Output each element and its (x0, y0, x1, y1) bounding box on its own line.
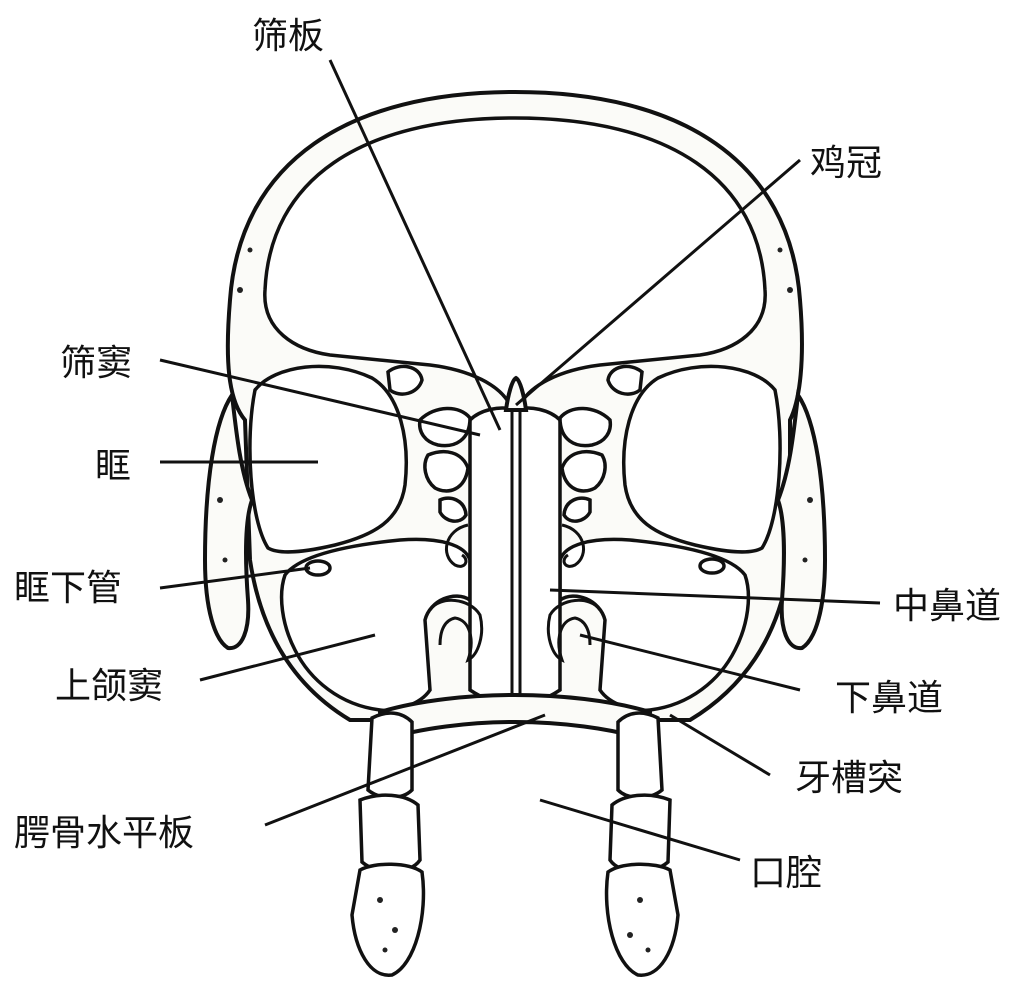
label-infraorbital-canal: 眶下管 (14, 568, 122, 609)
label-palatine-plate: 腭骨水平板 (14, 813, 194, 854)
nasal-cavity (470, 408, 560, 705)
label-maxillary-sinus: 上颌窦 (55, 666, 163, 707)
left-tooth (352, 713, 423, 975)
right-orbit (624, 366, 780, 552)
hard-palate (380, 695, 650, 740)
label-ethmoid-sinus: 筛窦 (60, 343, 132, 384)
label-inferior-meatus: 下鼻道 (835, 678, 943, 719)
left-orbit (250, 366, 406, 552)
label-cribriform-plate: 筛板 (252, 16, 324, 57)
label-middle-meatus: 中鼻道 (893, 586, 1001, 627)
label-crista-galli: 鸡冠 (810, 143, 882, 184)
right-infraorbital-canal (700, 559, 724, 573)
label-alveolar-process: 牙槽突 (795, 758, 903, 799)
label-orbit: 眶 (95, 446, 131, 487)
label-oral-cavity: 口腔 (750, 853, 822, 894)
right-tooth (607, 713, 678, 975)
leader-alveolar-process (670, 715, 770, 775)
